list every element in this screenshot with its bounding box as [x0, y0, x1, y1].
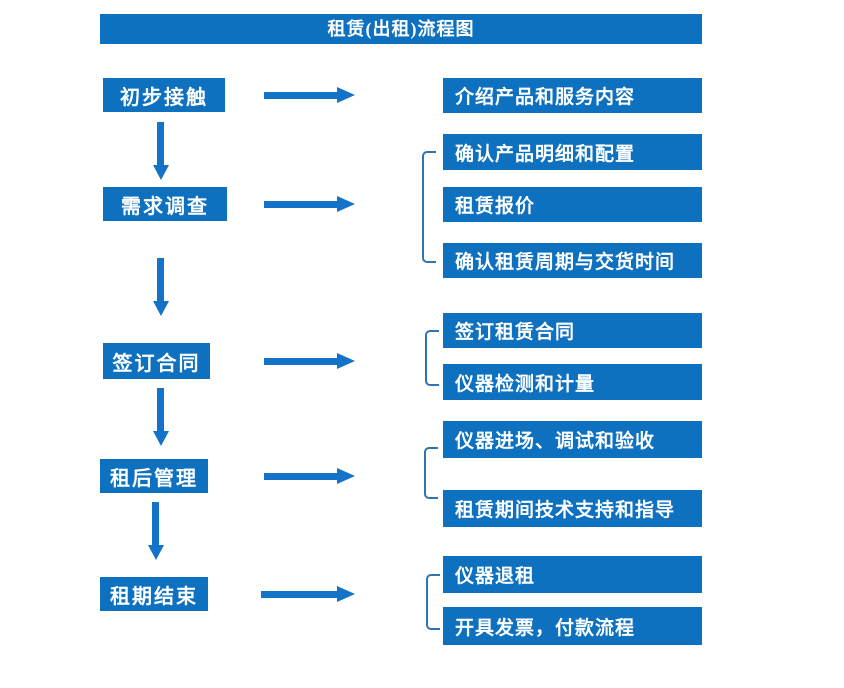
detail-introduce-products: 介绍产品和服务内容 [443, 78, 702, 113]
step-rental-end: 租期结束 [100, 577, 208, 611]
detail-confirm-period: 确认租赁周期与交货时间 [443, 243, 702, 278]
step-demand-survey: 需求调查 [103, 187, 227, 221]
arrow-head-icon [337, 586, 355, 602]
arrow-head-icon [152, 431, 169, 446]
detail-instrument-setup: 仪器进场、调试和验收 [443, 421, 702, 458]
detail-sign-rental-contract: 签订租赁合同 [443, 313, 702, 348]
arrow-shaft [264, 472, 337, 480]
arrow-right-5 [261, 586, 355, 602]
step-initial-contact: 初步接触 [103, 78, 225, 112]
arrow-head-icon [337, 87, 355, 103]
arrow-head-icon [152, 301, 169, 316]
arrow-shaft [264, 91, 337, 99]
arrow-right-3 [264, 353, 355, 369]
arrow-down-4 [147, 502, 164, 560]
arrow-down-3 [152, 388, 169, 446]
arrow-head-icon [337, 353, 355, 369]
arrow-right-2 [264, 196, 355, 212]
detail-instrument-testing: 仪器检测和计量 [443, 364, 702, 400]
bracket-group-rental-end [426, 574, 440, 630]
arrow-right-4 [264, 468, 355, 484]
arrow-down-2 [152, 258, 169, 316]
arrow-head-icon [152, 165, 169, 180]
bracket-group-demand-survey [422, 151, 436, 263]
arrow-head-icon [147, 545, 164, 560]
arrow-right-1 [264, 87, 355, 103]
flowchart-title: 租赁(出租)流程图 [100, 14, 702, 44]
bracket-group-sign-contract [425, 330, 439, 386]
arrow-shaft [261, 590, 337, 598]
detail-confirm-config: 确认产品明细和配置 [443, 134, 702, 170]
arrow-shaft [157, 388, 164, 431]
arrow-shaft [264, 200, 337, 208]
arrow-head-icon [337, 196, 355, 212]
arrow-shaft [157, 258, 164, 301]
arrow-shaft [264, 357, 337, 365]
bracket-group-post-rental [424, 447, 438, 499]
detail-invoice-payment: 开具发票，付款流程 [443, 607, 702, 645]
arrow-shaft [157, 122, 164, 165]
arrow-head-icon [337, 468, 355, 484]
step-post-rental-mgmt: 租后管理 [100, 459, 208, 493]
step-sign-contract: 签订合同 [103, 343, 210, 379]
detail-instrument-return: 仪器退租 [443, 556, 702, 593]
arrow-down-1 [152, 122, 169, 180]
detail-rental-quote: 租赁报价 [443, 187, 702, 222]
detail-tech-support: 租赁期间技术支持和指导 [443, 490, 702, 527]
arrow-shaft [152, 502, 159, 545]
